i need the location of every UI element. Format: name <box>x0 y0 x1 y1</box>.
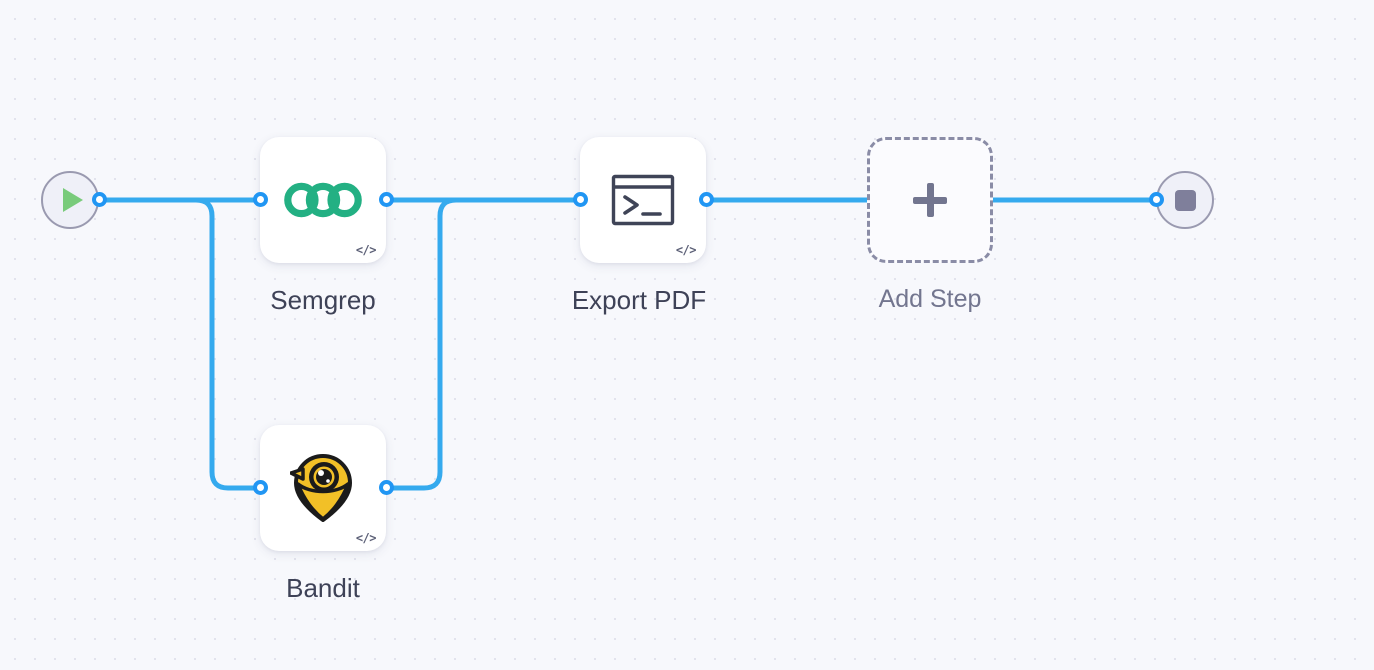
end-node-input-port[interactable] <box>1149 192 1164 207</box>
export-pdf-output-port[interactable] <box>699 192 714 207</box>
edge-start-bandit <box>97 197 263 491</box>
semgrep-logo-icon <box>284 182 362 218</box>
bandit-logo-icon <box>290 454 352 522</box>
stop-icon <box>1174 189 1196 211</box>
step-label-export-pdf: Export PDF <box>571 285 707 315</box>
add-step-label: Add Step <box>878 285 982 313</box>
semgrep-icon-container <box>260 137 386 263</box>
step-node-export-pdf[interactable]: </> <box>580 137 706 263</box>
start-node-output-port[interactable] <box>92 192 107 207</box>
play-icon <box>62 188 83 212</box>
semgrep-input-port[interactable] <box>253 192 268 207</box>
code-badge: </> <box>355 243 377 257</box>
step-label-semgrep: Semgrep <box>270 285 376 315</box>
bandit-output-port[interactable] <box>379 480 394 495</box>
export-pdf-input-port[interactable] <box>573 192 588 207</box>
step-node-bandit[interactable]: </> <box>260 425 386 551</box>
add-step-node[interactable] <box>867 137 993 263</box>
plus-icon <box>913 183 947 217</box>
step-node-semgrep[interactable]: </> <box>260 137 386 263</box>
bandit-input-port[interactable] <box>253 480 268 495</box>
export-pdf-icon-container <box>580 137 706 263</box>
terminal-icon <box>611 174 675 226</box>
step-label-bandit: Bandit <box>286 573 360 603</box>
bandit-icon-container <box>260 425 386 551</box>
semgrep-output-port[interactable] <box>379 192 394 207</box>
edge-bandit-exportpdf <box>384 197 583 491</box>
start-node[interactable] <box>41 171 99 229</box>
code-badge: </> <box>355 531 377 545</box>
end-node[interactable] <box>1156 171 1214 229</box>
code-badge: </> <box>675 243 697 257</box>
